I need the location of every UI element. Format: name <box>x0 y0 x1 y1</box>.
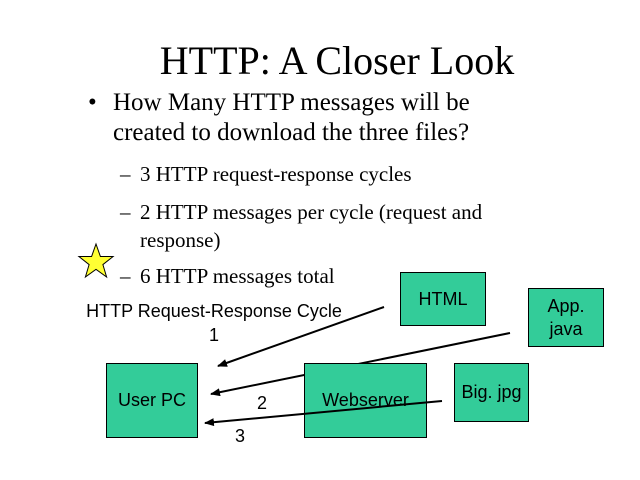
user-pc-box: User PC <box>106 363 198 438</box>
cycle-label: HTTP Request-Response Cycle 1 <box>86 301 342 345</box>
webserver-box: Webserver <box>304 363 427 438</box>
sub-bullet-text: 2 HTTP messages per cycle (request and <box>140 200 483 224</box>
app-java-file-box: App. java <box>528 288 604 347</box>
slide-title: HTTP: A Closer Look <box>159 38 515 83</box>
sub-bullet-text: response) <box>140 228 221 252</box>
sub-bullet-dash: – <box>120 162 131 186</box>
sub-bullet-dash: – <box>120 200 131 224</box>
sub-bullet-text: 3 HTTP request-response cycles <box>140 162 412 186</box>
arrow-label-3: 3 <box>235 426 246 446</box>
bullet-text: How Many HTTP messages will be created t… <box>113 89 470 146</box>
big-jpg-file-box: Big. jpg <box>454 363 529 422</box>
sub-bullet-dash: – <box>120 264 131 288</box>
star-icon <box>77 242 115 279</box>
arrow-cycle-1 <box>217 306 385 367</box>
sub-bullet-text: 6 HTTP messages total <box>140 264 335 288</box>
bullet-marker: • <box>88 89 97 116</box>
arrow-label-2: 2 <box>257 393 268 413</box>
html-file-box: HTML <box>400 272 486 326</box>
arrow-cycle-3 <box>204 400 443 427</box>
